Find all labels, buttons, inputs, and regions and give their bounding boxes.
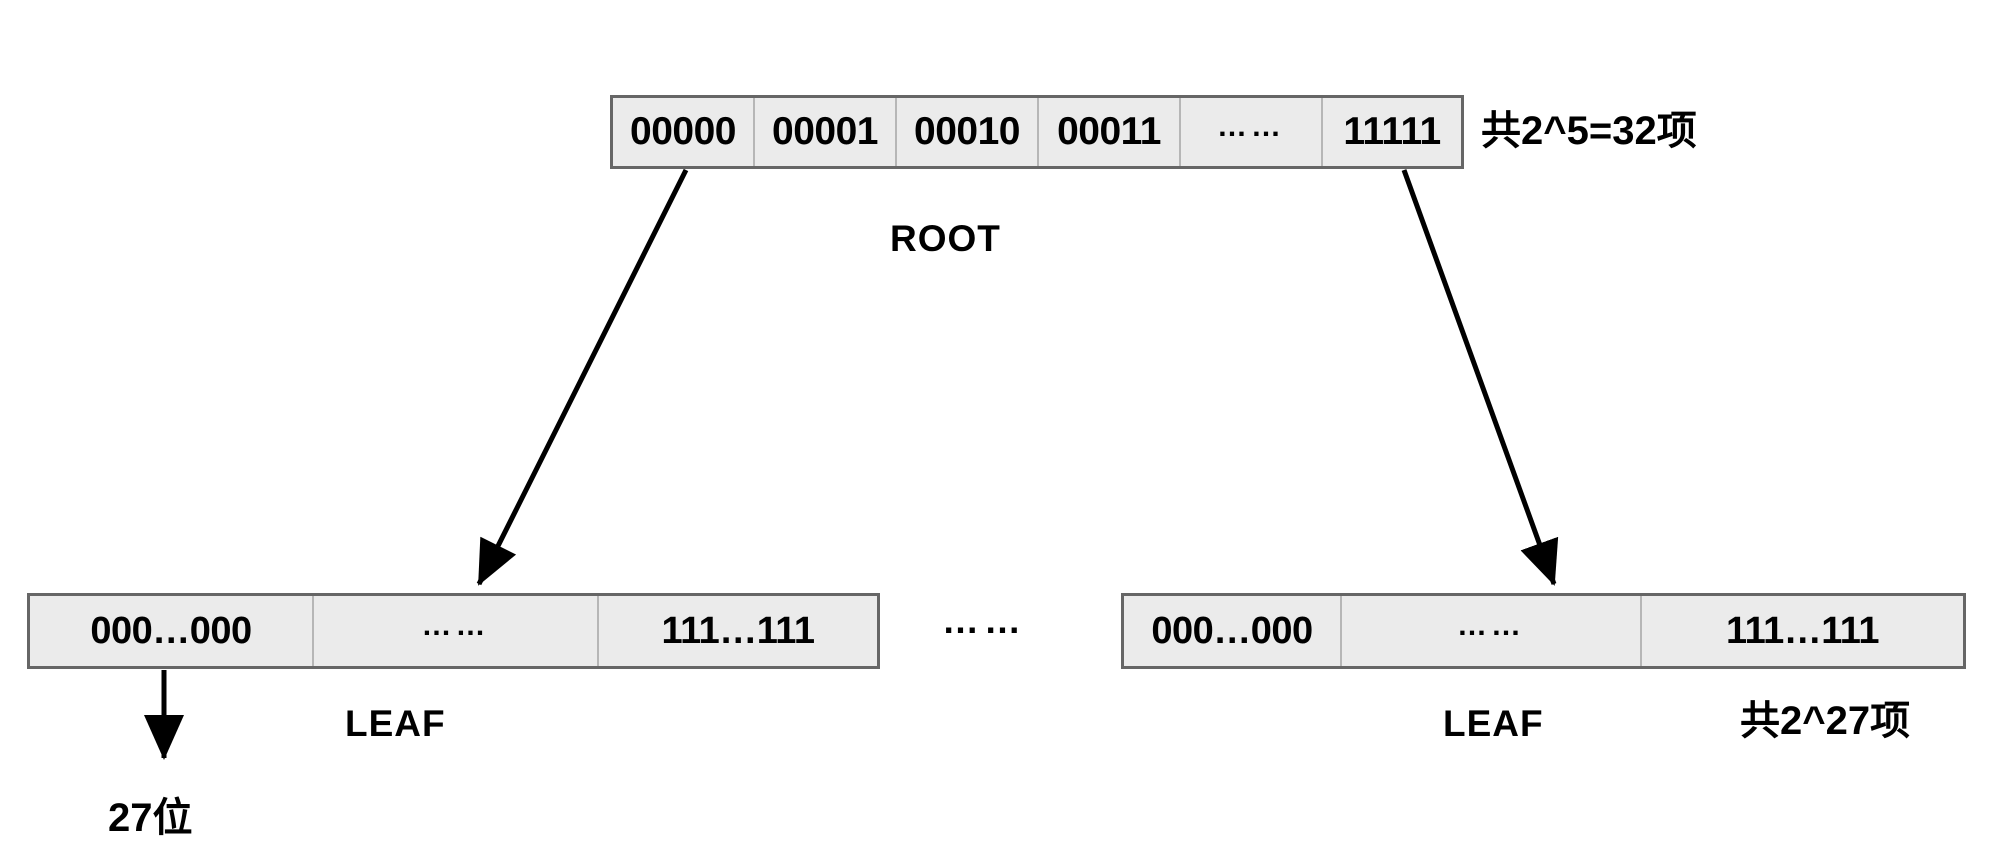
leaf-right-cell-0[interactable]: 000…000 (1124, 596, 1342, 666)
leaf-right-cell-2-label: 111…111 (1726, 609, 1879, 652)
root-cell-3[interactable]: 00011 (1039, 98, 1181, 166)
root-cell-0[interactable]: 00000 (613, 98, 755, 166)
root-cell-2-label: 00010 (914, 110, 1020, 153)
leaf-right-caption: LEAF (1443, 703, 1544, 744)
root-cell-1[interactable]: 00001 (755, 98, 897, 166)
root-cell-2[interactable]: 00010 (897, 98, 1039, 166)
leaf-left-cell-2-label: 111…111 (661, 609, 815, 652)
root-count-label: 共2^5=32项 (1481, 109, 1697, 153)
root-cell-ellipsis-label: …… (1217, 110, 1285, 143)
root-cell-5[interactable]: 11111 (1323, 98, 1461, 166)
leaf-left-cell-ellipsis: …… (314, 596, 599, 666)
root-cell-ellipsis: …… (1181, 98, 1323, 166)
leaf-left-cell-0[interactable]: 000…000 (30, 596, 314, 666)
leaf-right-cell-2[interactable]: 111…111 (1642, 596, 1963, 666)
leaf-right-cell-ellipsis-label: …… (1457, 609, 1525, 642)
leaf-right-cell-ellipsis: …… (1342, 596, 1642, 666)
root-node: 00000 00001 00010 00011 …… 11111 (610, 95, 1464, 169)
arrow-root-to-leaf-left (476, 168, 689, 586)
leaf-node-right: 000…000 …… 111…111 (1121, 593, 1966, 669)
arrow-root-to-leaf-right (1401, 169, 1559, 586)
root-cell-3-label: 00011 (1057, 110, 1161, 153)
between-leaves-ellipsis: …… (942, 600, 1026, 641)
leaf-right-cell-0-label: 000…000 (1151, 609, 1313, 652)
leaf-left-caption: LEAF (345, 703, 446, 744)
root-cell-1-label: 00001 (772, 110, 878, 153)
leaf-left-cell-2[interactable]: 111…111 (599, 596, 877, 666)
root-caption: ROOT (890, 218, 1001, 259)
leaf-count-label: 共2^27项 (1740, 699, 1911, 743)
leaf-left-cell-0-label: 000…000 (90, 609, 252, 652)
leaf-left-cell-ellipsis-label: …… (421, 609, 490, 642)
leaf-node-left: 000…000 …… 111…111 (27, 593, 880, 669)
bit-width-label: 27位 (108, 796, 193, 840)
root-cell-5-label: 11111 (1343, 110, 1441, 153)
root-cell-0-label: 00000 (630, 110, 736, 153)
